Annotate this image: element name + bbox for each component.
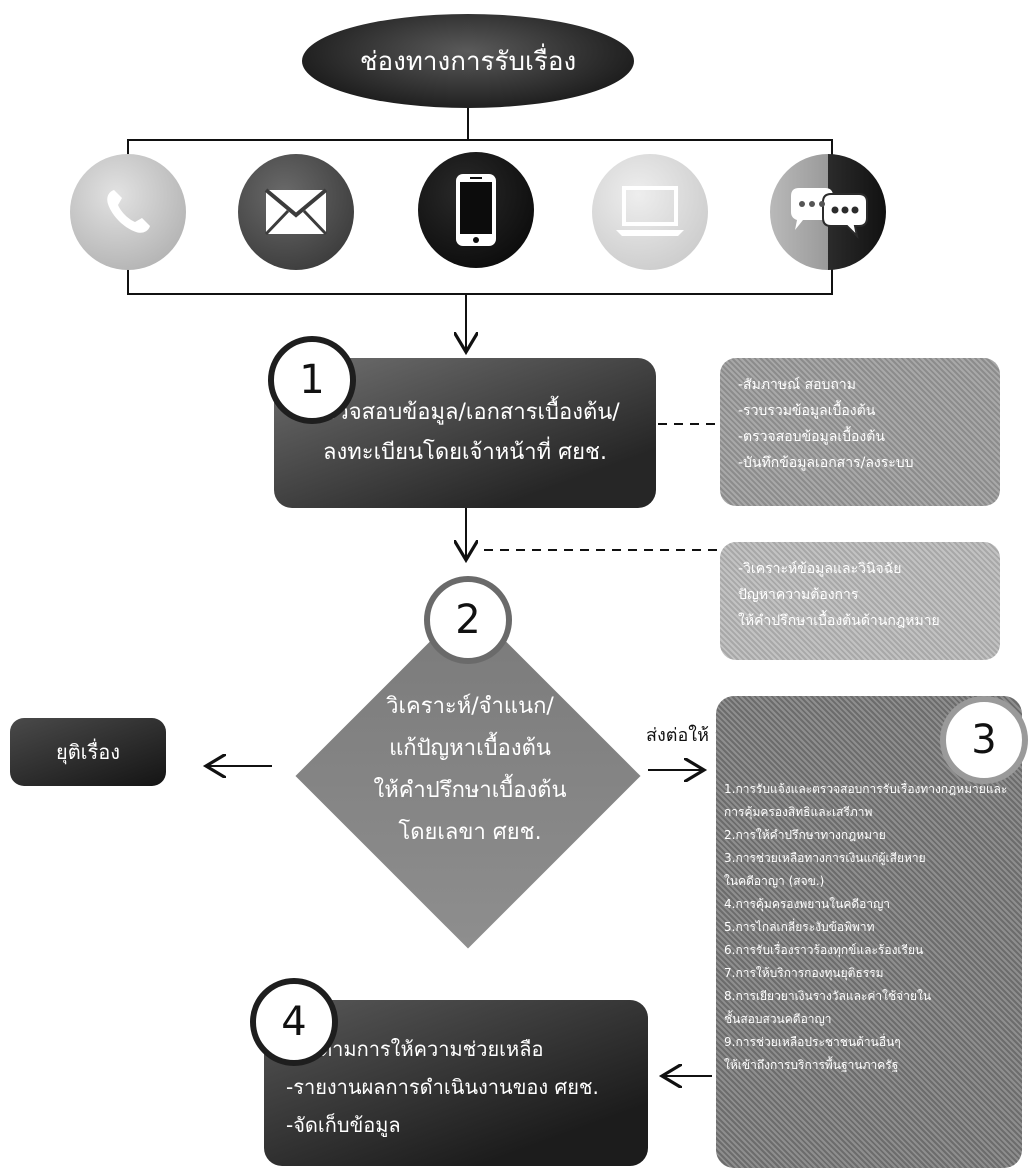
step1-line: ตรวจสอบข้อมูล/เอกสารเบื้องต้น/ (310, 400, 620, 425)
step2-line: โดยเลขา ศยช. (398, 820, 542, 845)
smartphone-icon (456, 174, 496, 246)
step1-notes: -สัมภาษณ์ สอบถาม -รวบรวมข้อมูลเบื้องต้น … (720, 358, 1000, 506)
channel-mobile (418, 152, 534, 268)
step2-line: แก้ปัญหาเบื้องต้น (389, 736, 551, 761)
laptop-icon (616, 186, 684, 236)
channel-computer (592, 154, 708, 270)
note-line: -ตรวจสอบข้อมูลเบื้องต้น (738, 429, 885, 445)
step3-number: 3 (940, 696, 1028, 784)
channel-email (238, 154, 354, 270)
note-line: -รวบรวมข้อมูลเบื้องต้น (738, 403, 876, 419)
step3-line: 6.การรับเรื่องราวร้องทุกข์และร้องเรียน (724, 943, 924, 957)
step4-line: -รายงานผลการดำเนินงานของ ศยช. (286, 1075, 599, 1099)
step3-line: 4.การคุ้มครองพยานในคดีอาญา (724, 897, 891, 911)
step4-number: 4 (250, 978, 338, 1066)
channel-chat (770, 154, 886, 270)
channels-title: ช่องทางการรับเรื่อง (302, 14, 634, 108)
step2-notes: -วิเคราะห์ข้อมูลและวินิจฉัย ปัญหาความต้อ… (720, 542, 1000, 660)
step3-line: 2.การให้คำปรึกษาทางกฎหมาย (724, 828, 886, 842)
step1-number: 1 (268, 336, 356, 424)
end-box: ยุติเรื่อง (10, 718, 166, 786)
step4-line: -ติดตามการให้ความช่วยเหลือ (286, 1037, 544, 1061)
step3-line: การคุ้มครองสิทธิและเสรีภาพ (724, 805, 873, 819)
step3-line: 1.การรับแจ้งและตรวจสอบการรับเรื่องทางกฎห… (724, 782, 1008, 796)
chat-bubbles-icon (791, 188, 868, 240)
phone-icon (107, 190, 150, 233)
step1-line: ลงทะเบียนโดยเจ้าหน้าที่ ศยช. (323, 440, 607, 465)
step3-line: 5.การไกล่เกลี่ยระงับข้อพิพาท (724, 920, 875, 934)
step3-line: ชั้นสอบสวนคดีอาญา (724, 1012, 832, 1026)
envelope-icon (264, 188, 328, 236)
step2-text: วิเคราะห์/จำแนก/ แก้ปัญหาเบื้องต้น ให้คำ… (298, 686, 642, 854)
channel-phone (70, 154, 186, 270)
note-line: -บันทึกข้อมูลเอกสาร/ลงระบบ (738, 455, 914, 471)
note-line: ให้คำปรึกษาเบื้องต้นด้านกฎหมาย (738, 613, 940, 629)
note-line: -สัมภาษณ์ สอบถาม (738, 377, 856, 393)
step2-line: วิเคราะห์/จำแนก/ (386, 694, 554, 719)
step3-line: 9.การช่วยเหลือประชาชนด้านอื่นๆ (724, 1035, 901, 1049)
step2-diamond: วิเคราะห์/จำแนก/ แก้ปัญหาเบื้องต้น ให้คำ… (295, 603, 642, 950)
step3-line: ให้เข้าถึงการบริการพื้นฐานภาครัฐ (724, 1058, 899, 1072)
step3-line: 3.การช่วยเหลือทางการเงินแก่ผู้เสียหาย (724, 851, 926, 865)
note-line: ปัญหาความต้องการ (738, 587, 859, 603)
step2-number: 2 (424, 576, 512, 664)
step3-line: ในคดีอาญา (สจข.) (724, 874, 825, 888)
step3-line: 8.การเยียวยาเงินรางวัลและค่าใช้จ่ายใน (724, 989, 932, 1003)
step3-line: 7.การให้บริการกองทุนยุติธรรม (724, 966, 884, 980)
step4-line: -จัดเก็บข้อมูล (286, 1113, 401, 1137)
step2-line: ให้คำปรึกษาเบื้องต้น (373, 778, 567, 803)
note-line: -วิเคราะห์ข้อมูลและวินิจฉัย (738, 561, 902, 577)
